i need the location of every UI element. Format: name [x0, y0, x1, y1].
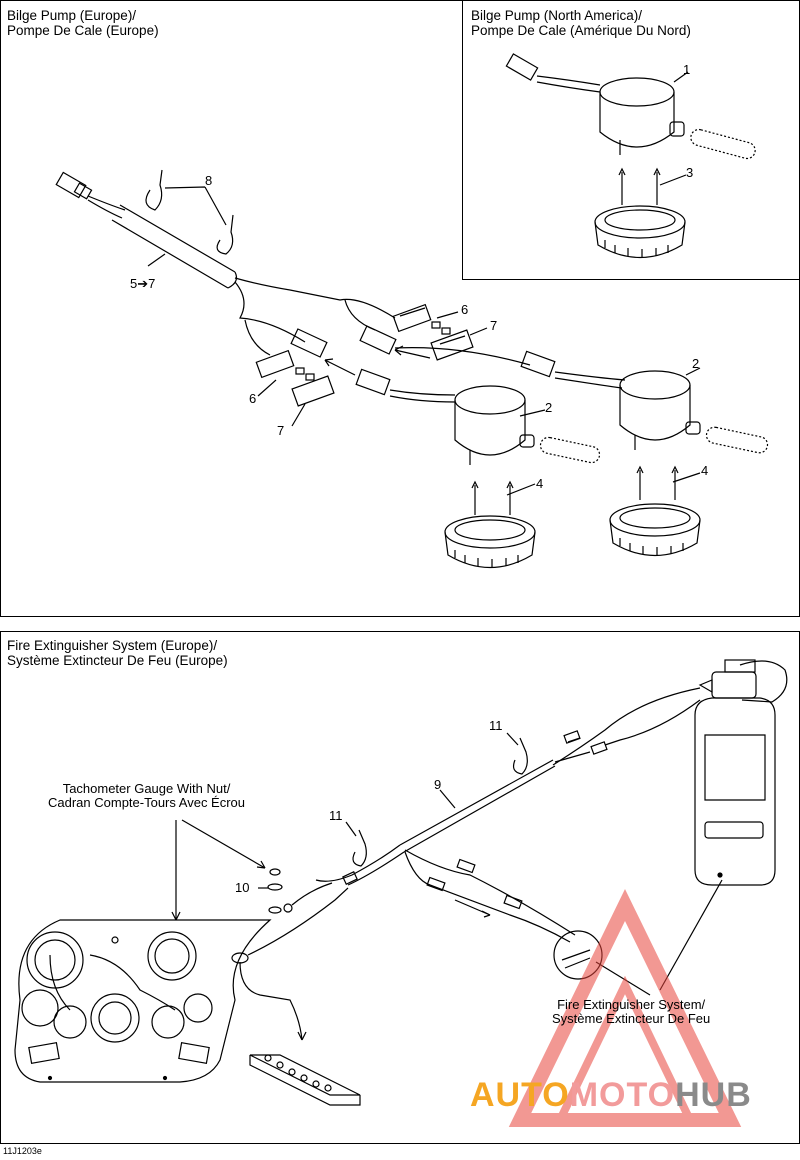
fire-extinguisher-bottle	[694, 697, 776, 886]
harness-to-tach	[315, 844, 401, 882]
fire-system-title: Fire Extinguisher System (Europe)/ Systè…	[7, 638, 228, 668]
tachometer-label: Tachometer Gauge With Nut/ Cadran Compte…	[48, 781, 246, 810]
bilge-pump-2-right	[619, 370, 769, 454]
bilge-pump-2-left	[454, 385, 601, 465]
na-mount-base	[594, 205, 686, 259]
pins-4-right	[636, 465, 679, 500]
pins-4-left	[471, 480, 514, 515]
extinguisher-label: Fire Extinguisher System/ Système Extinc…	[552, 997, 711, 1026]
terminal-block	[249, 1054, 361, 1106]
callout-4-right: 4	[701, 463, 709, 478]
wire-to-pump-right	[394, 347, 531, 366]
na-bilge-title: Bilge Pump (North America)/ Pompe De Cal…	[471, 8, 691, 38]
pins-3	[618, 167, 661, 205]
callout-7-lower: 7	[277, 423, 285, 438]
fire-harness-9	[399, 759, 556, 853]
callout-7-upper: 7	[490, 318, 498, 333]
arrow-upper	[394, 349, 431, 359]
connector-6-upper	[392, 303, 432, 333]
callout-9: 9	[434, 777, 442, 792]
nut-washer-10	[267, 868, 293, 914]
bilge-pump-1	[599, 77, 756, 160]
mount-base-left	[444, 515, 536, 569]
callout-3: 3	[686, 165, 694, 180]
na-connector	[505, 53, 539, 81]
bilge-pump-north-america-panel	[462, 0, 800, 280]
tie-wrap-8-a	[145, 169, 163, 211]
callout-10: 10	[235, 880, 250, 895]
europe-bilge-title: Bilge Pump (Europe)/ Pompe De Cale (Euro…	[7, 8, 159, 38]
callout-11-b: 11	[329, 808, 343, 823]
tie-wrap-11-a	[512, 737, 528, 775]
callout-2-left: 2	[545, 400, 553, 415]
connector-7-upper	[430, 329, 474, 361]
callout-1: 1	[683, 62, 691, 77]
figure-id: 11J1203e	[3, 1146, 42, 1156]
mount-base-right	[609, 503, 701, 557]
tachometer-gauge	[147, 931, 197, 981]
extinguisher-valve-head	[698, 659, 788, 703]
tie-wrap-8-b	[216, 214, 234, 255]
europe-wire-start	[87, 195, 126, 211]
instrument-panel	[14, 919, 272, 1083]
connector-6-lower	[255, 349, 295, 379]
callout-2-right: 2	[692, 356, 700, 371]
harness-sleeve	[111, 204, 236, 289]
callout-8: 8	[205, 173, 213, 188]
fire-extinguisher-panel	[0, 631, 800, 1144]
harness-branch-lower	[234, 281, 306, 343]
harness-branch-upper	[234, 277, 396, 319]
connector-7-lower	[291, 375, 335, 407]
watermark-logo	[508, 889, 742, 1127]
extinguisher-wire	[552, 687, 701, 766]
tie-wrap-11-b	[352, 829, 367, 867]
callout-6-lower: 6	[249, 391, 257, 406]
europe-connector-left	[55, 171, 93, 200]
callout-11-a: 11	[489, 718, 503, 733]
callout-5-7: 5➔7	[130, 276, 156, 291]
callout-6-upper: 6	[461, 302, 469, 317]
callout-4-left: 4	[536, 476, 544, 491]
watermark-text: AUTOMOTOHUB	[470, 1076, 752, 1114]
